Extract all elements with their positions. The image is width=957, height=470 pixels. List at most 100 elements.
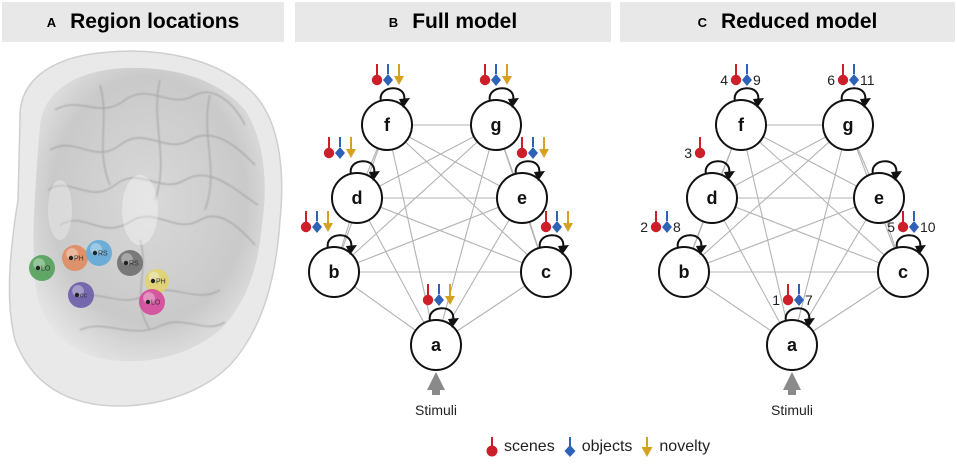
self-connection: [895, 234, 926, 255]
marker-head: [491, 74, 501, 86]
self-loop-arc: [840, 87, 867, 102]
region-sphere-body: [29, 255, 55, 281]
panel-b-letter: B: [388, 14, 399, 30]
marker-head: [782, 294, 794, 306]
novelty-marker: [445, 284, 455, 305]
marker-head: [563, 223, 573, 232]
legend-scenes-label: scenes: [504, 438, 555, 455]
region-sphere-body: [62, 245, 88, 271]
self-connection: [733, 87, 764, 108]
objects-marker: [335, 137, 345, 159]
connections: [683, 124, 904, 346]
connection-edge: [683, 197, 880, 273]
self-loop-arrowhead: [369, 171, 380, 181]
node-label: g: [843, 115, 854, 135]
node-label: d: [352, 188, 363, 208]
marker-head: [445, 296, 455, 305]
marker-head: [323, 223, 333, 232]
node-label: e: [517, 188, 527, 208]
novelty-marker: [502, 64, 512, 85]
self-loop-arc: [676, 234, 703, 249]
node-circle: [766, 319, 818, 371]
self-connection: [428, 307, 459, 328]
connection-edge: [333, 197, 523, 273]
marker-head: [516, 147, 528, 159]
legend-scenes: scenes: [485, 436, 555, 458]
self-connection: [514, 160, 545, 181]
scenes-marker: [650, 211, 662, 233]
objects-marker: [552, 211, 562, 233]
self-loop-arrowhead: [724, 171, 735, 181]
modulation-markers: [323, 137, 356, 159]
self-loop-arrowhead: [399, 98, 410, 108]
region-sphere-body: [145, 269, 169, 293]
marker-head: [479, 74, 491, 86]
modulation-markers: [650, 211, 672, 233]
panel-a-letter: A: [46, 14, 57, 30]
self-connection: [840, 87, 871, 108]
self-loop-arc: [733, 87, 760, 102]
connection-edge: [356, 197, 547, 273]
parameter-number: 7: [805, 292, 813, 308]
self-loop-arrowhead: [891, 171, 902, 181]
marker-head: [371, 74, 383, 86]
scenes-marker: [422, 284, 434, 306]
marker-head: [742, 74, 752, 86]
novelty-marker: [394, 64, 404, 85]
self-connection: [784, 307, 815, 328]
node-label: b: [329, 262, 340, 282]
scenes-marker: [694, 137, 706, 159]
region-label: cc: [80, 293, 88, 300]
scenes-marker: [516, 137, 528, 159]
modulation-markers: [371, 64, 404, 86]
region-sphere-highlight: [143, 292, 155, 304]
scenes-marker: [300, 211, 312, 233]
panel-a-title: Region locations: [70, 10, 240, 33]
legend-novelty-label: novelty: [659, 438, 711, 455]
modulation-markers: [422, 284, 455, 306]
region-label: PH: [74, 256, 84, 263]
self-loop-arc: [704, 160, 731, 175]
region-sphere: cc: [68, 282, 94, 308]
connection-edge: [740, 124, 793, 346]
parameter-number: 6: [827, 72, 835, 88]
connection-edge: [356, 124, 497, 199]
node-label: f: [384, 115, 391, 135]
marker-head: [323, 147, 335, 159]
marker-head: [552, 221, 562, 233]
legend: scenes objects novelty: [485, 436, 718, 458]
region-sphere: LO: [29, 255, 55, 281]
region-dot: [123, 260, 129, 266]
self-loop-arc: [538, 234, 565, 249]
node-circle: [877, 246, 929, 298]
self-loop-arrowhead: [804, 318, 815, 328]
marker-head: [694, 147, 706, 159]
stimuli-input: Stimuli: [415, 372, 457, 418]
node-circle: [853, 172, 905, 224]
region-sphere: RS: [117, 250, 143, 276]
self-loop-arc: [326, 234, 353, 249]
parameter-number: 2: [640, 219, 648, 235]
self-loop-arrowhead: [696, 245, 707, 255]
region-sphere-body: [86, 240, 112, 266]
scenes-marker: [323, 137, 335, 159]
region-dot: [68, 255, 74, 261]
self-loop-arc: [871, 160, 898, 175]
region-sphere: PH: [145, 269, 169, 293]
node-label: f: [738, 115, 745, 135]
novelty-marker: [539, 137, 549, 158]
objects-marker: [434, 284, 444, 306]
marker-head: [528, 147, 538, 159]
self-connection: [871, 160, 902, 181]
legend-novelty: novelty: [640, 436, 710, 458]
modulation-markers: [837, 64, 859, 86]
self-connection: [379, 87, 410, 108]
node-b: b: [300, 211, 360, 298]
self-connection: [326, 234, 357, 255]
legend-objects: objects: [563, 436, 632, 458]
novelty-marker-icon: [641, 437, 653, 457]
self-loop-arc: [349, 160, 376, 175]
self-loop-arrowhead: [448, 318, 459, 328]
parameter-number: 9: [753, 72, 761, 88]
